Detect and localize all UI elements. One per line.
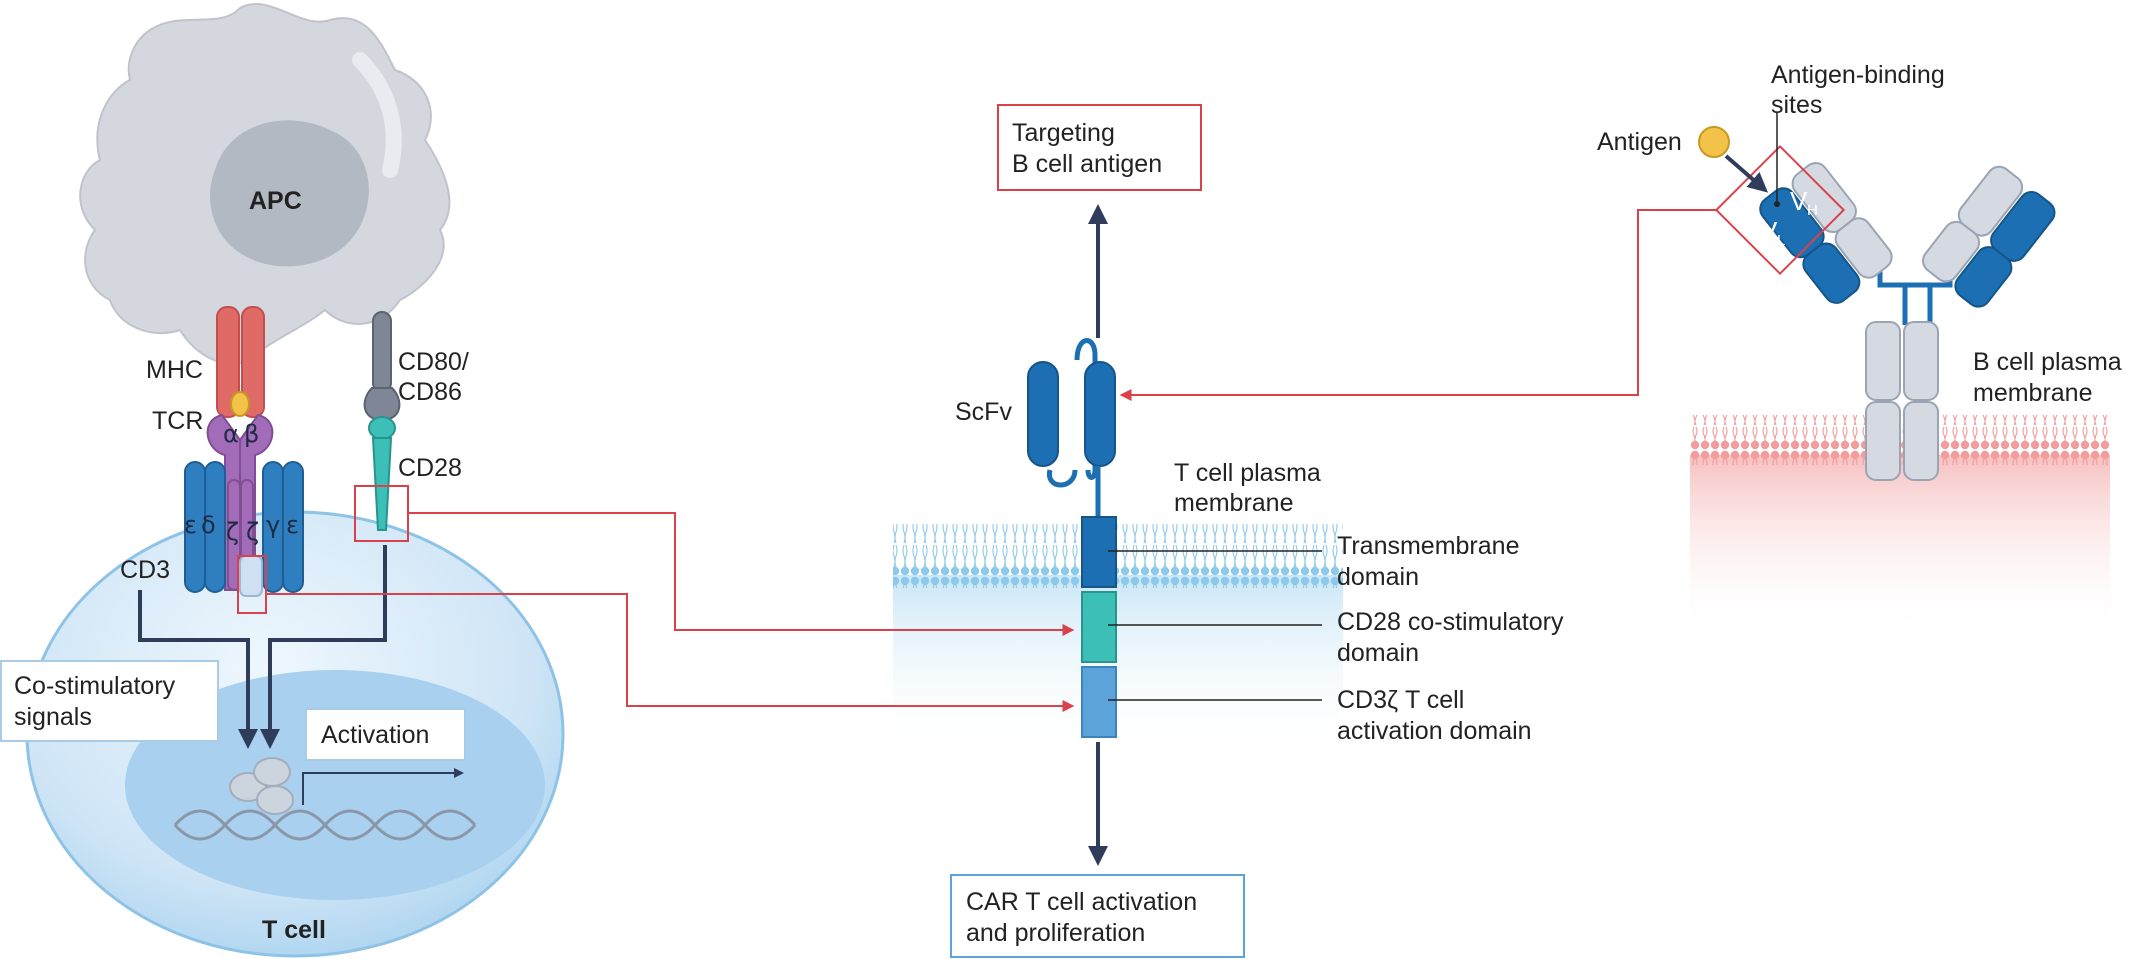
t-cell-membrane-label-line2: membrane — [1174, 489, 1294, 517]
transmembrane-label-line2: domain — [1337, 563, 1419, 591]
signal-arrow-cd28 — [260, 545, 387, 749]
cd3z-connector — [266, 593, 1075, 712]
scfv-connector — [1119, 209, 1718, 401]
costim-box — [0, 660, 219, 742]
cd3z-activation-domain — [1081, 666, 1117, 738]
transcription-factor — [229, 757, 294, 815]
antigen-label: Antigen — [1597, 128, 1682, 156]
vh-sub-label: H — [1807, 202, 1818, 219]
activation-arrow — [302, 768, 464, 805]
cd28-domain-label-line2: domain — [1337, 639, 1419, 667]
beta-label: β — [244, 420, 259, 448]
t-cell-label: T cell — [262, 916, 326, 944]
car-activation-box — [950, 874, 1245, 958]
mhc-molecule: MHC — [146, 306, 265, 418]
b-cell-membrane-label-line1: B cell plasma — [1973, 348, 2122, 376]
t-cell-membrane-region — [893, 524, 1343, 755]
cd80-cd86: CD80/ CD86 — [363, 311, 469, 422]
apc-nucleus — [210, 120, 369, 267]
cd3-complex — [184, 461, 304, 597]
targeting-label-line1: Targeting — [1012, 119, 1115, 147]
abs-label-line2: sites — [1771, 91, 1822, 119]
zeta1-label: ζ — [226, 518, 239, 546]
targeting-box — [997, 104, 1202, 191]
antigen-arrow — [1724, 154, 1769, 193]
activation-box — [305, 708, 466, 761]
delta-label: δ — [201, 511, 216, 539]
cd28-label: CD28 — [398, 454, 462, 482]
antigen-sphere — [1698, 126, 1730, 158]
signal-arrow-cd3 — [138, 590, 258, 749]
car-activation-label-line2: and proliferation — [966, 919, 1145, 947]
epsilon-left-label: ε — [184, 511, 197, 539]
transmembrane-label-line1: Transmembrane — [1337, 532, 1519, 560]
vl-label: V — [1760, 216, 1778, 246]
cd3z-domain-label-line2: activation domain — [1337, 717, 1532, 745]
cd3-label: CD3 — [120, 556, 170, 584]
t-cell-lipid-bilayer — [893, 524, 1343, 588]
epsilon-right-label: ε — [286, 511, 299, 539]
tcr-label: TCR — [152, 407, 203, 435]
dna-helix — [173, 809, 477, 841]
cd28-receptor: CD28 — [368, 416, 462, 531]
scfv-label: ScFv — [955, 398, 1012, 426]
activation-label: Activation — [321, 721, 429, 749]
scfv-domain: ScFv — [955, 338, 1116, 488]
costim-label-line1: Co-stimulatory — [14, 672, 176, 700]
cd80-label-line1: CD80/ — [398, 348, 469, 376]
car-activation-label-line1: CAR T cell activation — [966, 888, 1197, 916]
cd28-domain-label-line1: CD28 co-stimulatory — [1337, 608, 1564, 636]
vh-label: V — [1790, 186, 1808, 216]
alpha-label: α — [223, 420, 239, 448]
b-cell-membrane-label-line2: membrane — [1973, 379, 2093, 407]
transmembrane-domain — [1081, 516, 1117, 588]
cd80-label-line2: CD86 — [398, 378, 462, 406]
apc-cell: APC — [79, 3, 451, 365]
zeta2-label: ζ — [246, 518, 259, 546]
costim-label-line2: signals — [14, 703, 92, 731]
gamma-label: γ — [266, 511, 280, 539]
peptide-antigen — [230, 391, 250, 417]
vl-sub-label: L — [1777, 232, 1785, 249]
mhc-label: MHC — [146, 356, 203, 384]
targeting-label-line2: B cell antigen — [1012, 150, 1162, 178]
apc-label: APC — [249, 187, 302, 215]
antibody-bcr — [1759, 162, 2056, 481]
abs-label-line1: Antigen-binding — [1771, 61, 1945, 89]
cd28-connector — [408, 512, 1075, 636]
cd28-costim-domain — [1081, 591, 1117, 663]
cd3z-domain-label-line1: CD3ζ T cell — [1337, 686, 1464, 714]
cd3z-highlight-box — [237, 555, 267, 614]
t-cell-membrane-label-line1: T cell plasma — [1174, 459, 1321, 487]
